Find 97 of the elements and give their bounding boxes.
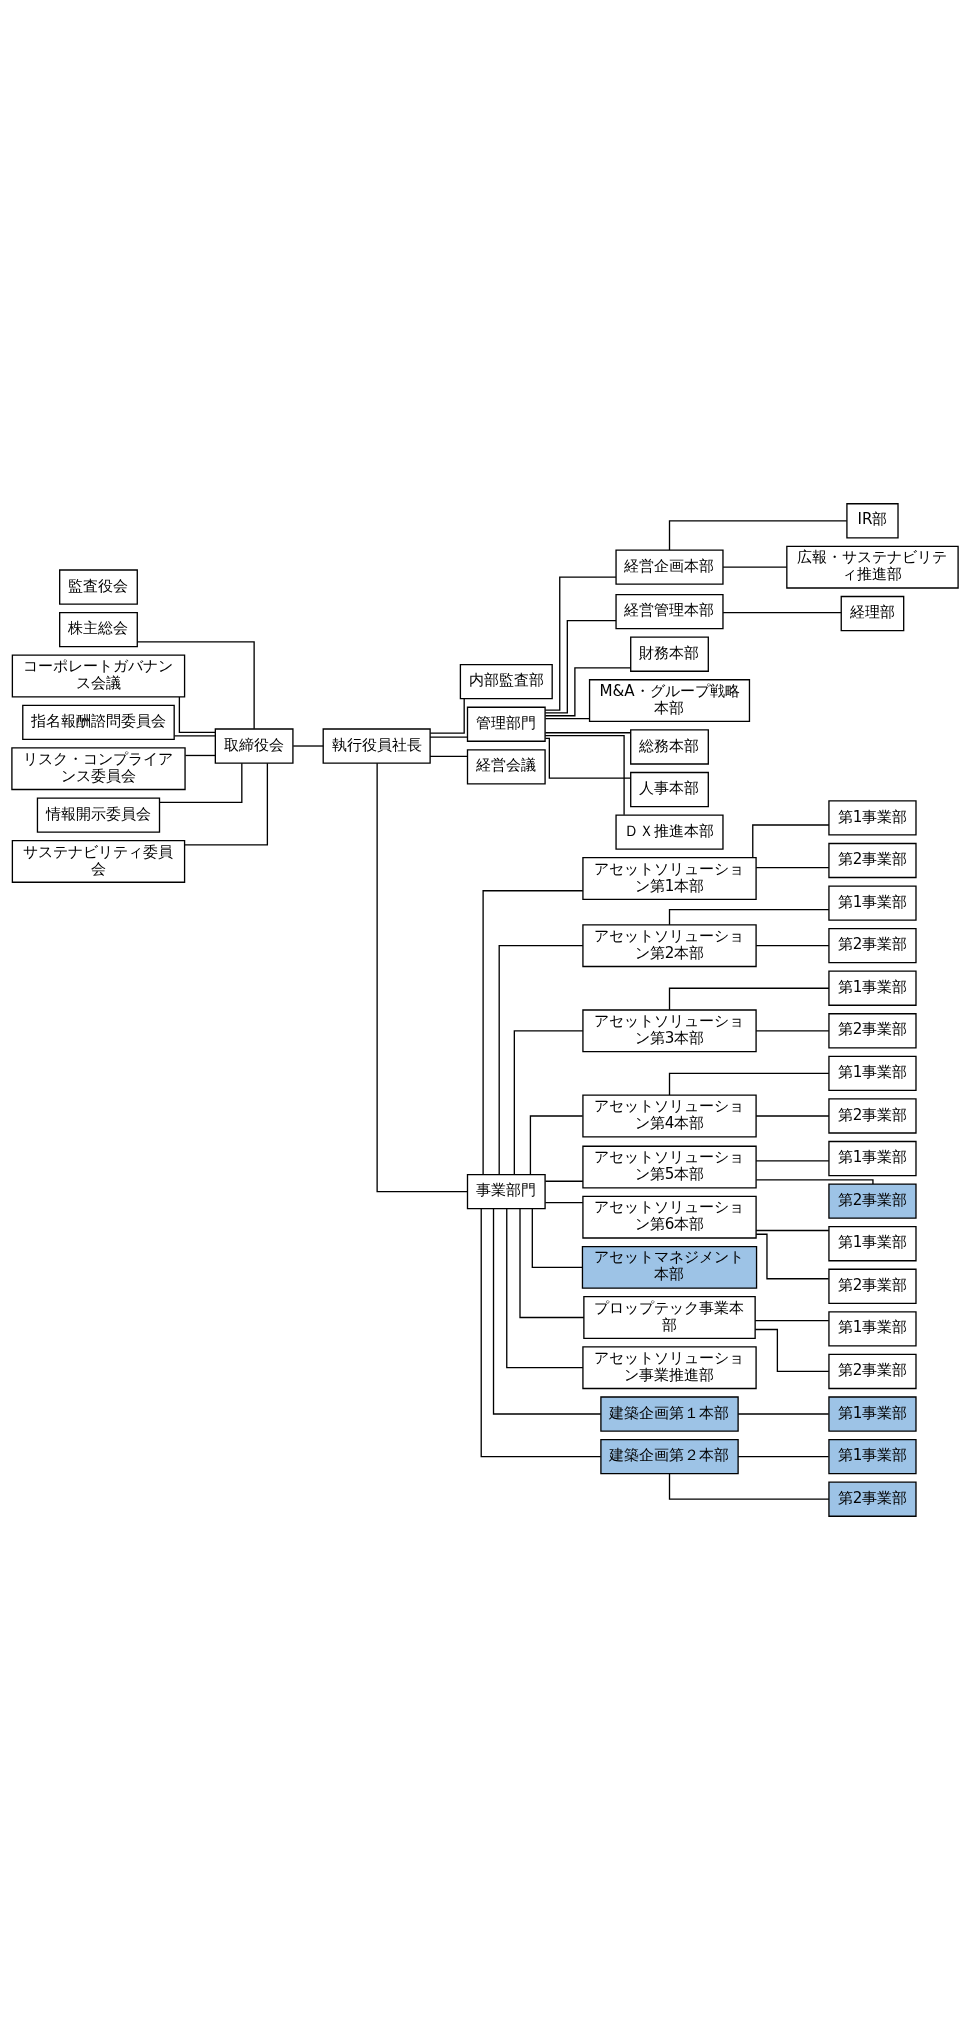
node-box: 第1事業部: [828, 1140, 917, 1177]
node-box: 第1事業部: [828, 885, 917, 921]
connector: [737, 1455, 830, 1458]
connector: [136, 641, 255, 730]
connector: [754, 1320, 830, 1322]
connector: [755, 866, 830, 869]
connector: [531, 1208, 583, 1269]
node-box: 第1事業部: [828, 1438, 917, 1475]
connector: [755, 945, 830, 947]
node-box: ＤＸ推進本部: [615, 814, 724, 850]
connector: [544, 576, 617, 711]
node-box: 第2事業部: [828, 1013, 917, 1049]
connector: [544, 1201, 584, 1204]
node-box: 経営会議: [466, 749, 546, 785]
node-box: 総務本部: [630, 729, 709, 765]
node-box: 監査役会: [59, 569, 138, 605]
node-box: 取締役会: [214, 728, 294, 764]
node-box: アセットソリューション第4本部: [582, 1094, 757, 1138]
connector: [173, 735, 216, 737]
connector: [722, 611, 842, 614]
connector: [754, 1328, 830, 1373]
connector: [544, 737, 632, 779]
node-box: 第2事業部: [828, 842, 917, 879]
node-box: 第1事業部: [828, 800, 917, 836]
node-box: アセットソリューション第3本部: [582, 1009, 757, 1053]
node-box: 情報開示委員会: [36, 797, 161, 833]
connector: [506, 1208, 584, 1369]
connector: [755, 1030, 830, 1032]
node-box: 経営企画本部: [615, 549, 724, 585]
node-box: 第2事業部: [828, 1268, 917, 1304]
node-box: プロップテック事業本部: [583, 1296, 756, 1339]
node-box: 第2事業部: [828, 927, 917, 964]
connector: [429, 736, 468, 738]
node-box: アセットマネジメント本部: [581, 1245, 758, 1289]
node-box: 広報・サステナビリティ推進部: [786, 545, 959, 589]
connector: [529, 1115, 584, 1176]
connector: [184, 754, 216, 757]
node-box: 人事本部: [630, 771, 709, 808]
connector: [492, 1208, 602, 1415]
node-box: 経理部: [840, 595, 905, 632]
connector: [668, 909, 830, 926]
connector: [722, 566, 788, 568]
node-box: 事業部門: [466, 1174, 546, 1210]
connector: [755, 1115, 830, 1117]
node-box: アセットソリューション第5本部: [582, 1145, 757, 1189]
connector: [544, 732, 632, 734]
connector: [519, 1208, 585, 1319]
connector: [544, 1180, 584, 1182]
connector: [513, 1030, 584, 1176]
node-box: 株主総会: [59, 611, 138, 648]
connector: [429, 698, 465, 734]
connector: [755, 1160, 830, 1162]
node-box: 経営管理本部: [615, 593, 724, 630]
connector: [755, 1229, 830, 1232]
connector: [544, 667, 632, 717]
connector: [544, 734, 625, 816]
connector: [376, 762, 468, 1193]
node-box: アセットソリューション第1本部: [582, 857, 757, 900]
connector: [668, 520, 848, 551]
connector: [184, 762, 269, 846]
node-box: 建築企画第１本部: [600, 1396, 739, 1432]
node-box: アセットソリューション事業推進部: [582, 1346, 757, 1390]
connector: [292, 745, 324, 747]
node-box: 第1事業部: [828, 1311, 917, 1347]
connector: [544, 717, 591, 720]
connector: [544, 620, 617, 714]
node-box: アセットソリューション第6本部: [582, 1195, 757, 1239]
node-box: IR部: [846, 503, 899, 539]
node-box: 内部監査部: [459, 664, 553, 700]
connector: [752, 824, 830, 859]
node-box: 第1事業部: [828, 1055, 917, 1092]
connector: [480, 1208, 602, 1458]
node-box: コーポレートガバナンス会議: [11, 654, 186, 698]
connector: [178, 696, 216, 734]
connector: [755, 1179, 874, 1185]
node-box: 第2事業部: [828, 1183, 917, 1219]
node-box: 指名報酬諮問委員会: [22, 704, 175, 741]
node-box: 第1事業部: [828, 1396, 917, 1432]
connector: [755, 1233, 830, 1280]
node-box: 財務本部: [630, 636, 709, 672]
node-box: 管理部門: [466, 706, 546, 742]
node-box: 第2事業部: [828, 1353, 917, 1390]
connector: [482, 890, 584, 1176]
node-box: 執行役員社長: [322, 728, 431, 764]
node-box: 建築企画第２本部: [600, 1438, 739, 1475]
connector: [737, 1413, 830, 1415]
node-box: リスク・コンプライアンス委員会: [11, 747, 186, 791]
node-box: サステナビリティ委員会: [11, 839, 186, 883]
node-box: アセットソリューション第2本部: [582, 924, 757, 968]
node-box: M&A・グループ戦略本部: [588, 679, 751, 723]
node-box: 第2事業部: [828, 1098, 917, 1134]
connector: [498, 945, 584, 1176]
node-box: 第1事業部: [828, 1226, 917, 1262]
connector: [159, 762, 243, 803]
connector: [429, 755, 468, 758]
node-box: 第2事業部: [828, 1481, 917, 1517]
node-box: 第1事業部: [828, 970, 917, 1006]
